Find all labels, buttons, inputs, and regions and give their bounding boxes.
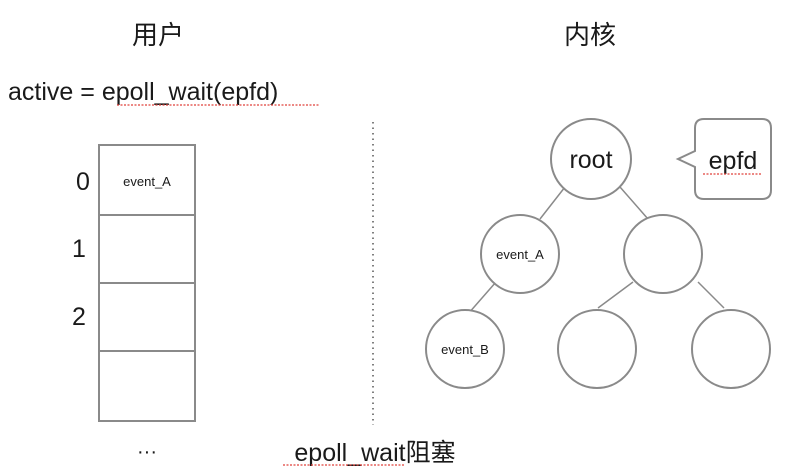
code-call: epoll_wait(epfd)	[102, 78, 279, 106]
tree-edge	[539, 186, 566, 220]
tree-node-label: event_B	[441, 342, 489, 357]
epfd-callout-box	[675, 118, 772, 200]
user-section-title: 用户	[132, 20, 184, 50]
tree-node	[557, 309, 637, 389]
event-array	[98, 144, 196, 422]
tree-edge	[619, 186, 649, 220]
tree-nodes	[425, 118, 771, 389]
array-index: 0	[76, 168, 90, 196]
tree-node-root	[550, 118, 632, 200]
array-cell-label: event_A	[123, 174, 171, 189]
tree-node	[425, 309, 505, 389]
array-cell	[98, 214, 196, 284]
tree-node	[691, 309, 771, 389]
code-line: active = epoll_wait(epfd)	[8, 78, 278, 106]
epfd-callout-label: epfd	[709, 147, 758, 175]
array-cell	[98, 350, 196, 422]
tree-node	[623, 214, 703, 294]
tree-edge	[597, 281, 634, 309]
tree-node	[480, 214, 560, 294]
tree-edge	[697, 281, 725, 309]
array-cell	[98, 282, 196, 352]
tree-node-label: root	[569, 146, 612, 174]
array-index: 2	[72, 303, 86, 331]
tree-edge	[467, 281, 497, 315]
kernel-section-title: 内核	[564, 20, 616, 50]
code-prefix: active =	[8, 78, 102, 106]
tree-edges	[467, 186, 725, 315]
tree-node-label: event_A	[496, 247, 544, 262]
array-index: 1	[72, 235, 86, 263]
blocking-caption: epoll_wait阻塞	[294, 439, 455, 467]
array-ellipsis: ···	[137, 441, 157, 463]
